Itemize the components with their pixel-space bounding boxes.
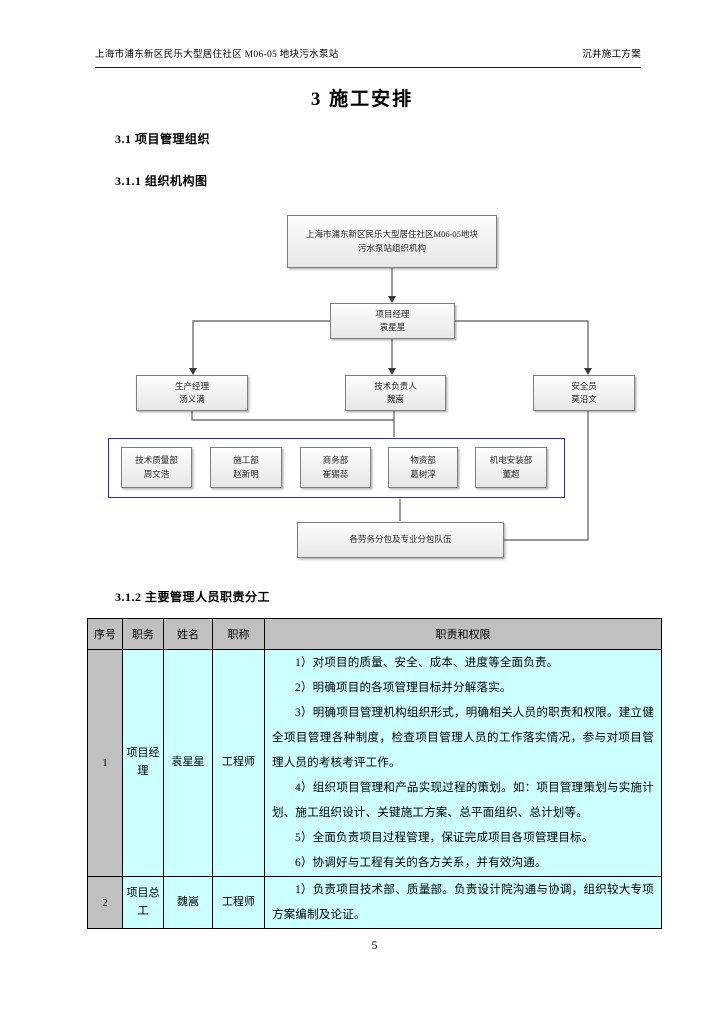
page-header: 上海市浦东新区民乐大型居住社区 M06-05 地块污水泵站 沉井施工方案 <box>95 46 641 68</box>
person-name: 魏嵩 <box>386 394 404 404</box>
cell-title: 工程师 <box>212 649 265 877</box>
table-row: 1 项目经理 袁星星 工程师 1）对项目的质量、安全、成本、进度等全面负责。 2… <box>87 649 662 877</box>
person-name: 袁星星 <box>379 322 406 332</box>
cell-role: 项目经理 <box>122 649 164 877</box>
org-box-subcontractor-teams: 各劳务分包及专业分包队伍 <box>297 522 504 558</box>
org-chart: 上海市浦东新区民乐大型居住社区M06-05地块 污水泵站组织机构 项目经理 袁星… <box>0 205 724 575</box>
org-box-construction-dept: 施工部 赵新明 <box>210 447 282 488</box>
cell-no: 2 <box>87 876 123 929</box>
cell-duties: 1）对项目的质量、安全、成本、进度等全面负责。 2）明确项目的各项管理目标并分解… <box>264 649 662 877</box>
section-heading-3-1-1: 3.1.1 组织机构图 <box>115 174 208 188</box>
person-name: 莫沿文 <box>571 394 597 404</box>
person-name: 葛树淳 <box>410 468 436 479</box>
person-name: 周文浩 <box>143 468 170 479</box>
col-header-no: 序号 <box>87 618 123 650</box>
org-box-root-line1: 上海市浦东新区民乐大型居住社区M06-05地块 <box>306 229 478 240</box>
role-label: 施工部 <box>233 455 259 466</box>
cell-name: 魏嵩 <box>163 876 213 929</box>
duty-item: 1）负责项目技术部、质量部。负责设计院沟通与协调，组织较大专项方案编制及论证。 <box>272 884 654 921</box>
cell-no: 1 <box>87 649 123 877</box>
role-label: 技术负责人 <box>374 380 417 391</box>
org-departments-group-frame <box>108 438 565 498</box>
role-label: 项目经理 <box>375 308 410 319</box>
duty-item: 2）明确项目的各项管理目标并分解落实。 <box>295 682 512 694</box>
header-right-text: 沉井施工方案 <box>582 50 641 60</box>
role-label: 生产经理 <box>174 380 209 391</box>
org-box-mech-elec-install-dept: 机电安装部 董超 <box>475 447 547 488</box>
org-box-root-line2: 污水泵站组织机构 <box>357 242 426 253</box>
duty-item: 3）明确项目管理机构组织形式，明确相关人员的职责和权限。建立健全项目管理各种制度… <box>272 707 654 769</box>
role-label: 商务部 <box>322 455 349 466</box>
table-header-row: 序号 职务 姓名 职称 职责和权限 <box>87 618 662 650</box>
org-box-production-manager: 生产经理 汤义满 <box>136 375 248 411</box>
org-box-root: 上海市浦东新区民乐大型居住社区M06-05地块 污水泵站组织机构 <box>287 215 497 268</box>
header-left-text: 上海市浦东新区民乐大型居住社区 M06-05 地块污水泵站 <box>95 50 339 60</box>
org-box-safety-officer: 安全员 莫沿文 <box>533 375 635 411</box>
org-box-project-manager: 项目经理 袁星星 <box>330 303 455 339</box>
person-name: 崔锡蕊 <box>322 468 349 479</box>
role-label: 物资部 <box>410 455 436 466</box>
duty-item: 6）协调好与工程有关的各方关系，并有效沟通。 <box>295 857 547 869</box>
page-title: 3 施工安排 <box>310 89 414 110</box>
col-header-name: 姓名 <box>163 618 213 650</box>
cell-role: 项目总工 <box>122 876 164 929</box>
org-box-commerce-dept: 商务部 崔锡蕊 <box>300 447 371 488</box>
duty-item: 1）对项目的质量、安全、成本、进度等全面负责。 <box>295 657 559 669</box>
org-box-materials-dept: 物资部 葛树淳 <box>388 447 458 488</box>
table-row: 2 项目总工 魏嵩 工程师 1）负责项目技术部、质量部。负责设计院沟通与协调，组… <box>87 876 662 929</box>
subcontractor-label: 各劳务分包及专业分包队伍 <box>349 534 452 545</box>
role-label: 安全员 <box>571 380 597 391</box>
section-heading-3-1: 3.1 项目管理组织 <box>115 132 211 146</box>
duties-table: 序号 职务 姓名 职称 职责和权限 1 项目经理 袁星星 工程师 1）对项目的质… <box>87 618 662 929</box>
duty-item: 5）全面负责项目过程管理，保证完成项目各项管理目标。 <box>295 832 594 844</box>
person-name: 汤义满 <box>179 394 205 404</box>
cell-name: 袁星星 <box>163 649 213 877</box>
cell-title: 工程师 <box>212 876 265 929</box>
person-name: 董超 <box>502 468 520 479</box>
col-header-role: 职务 <box>122 618 164 650</box>
col-header-title: 职称 <box>212 618 265 650</box>
org-chart-connectors <box>189 268 592 541</box>
org-box-tech-quality-dept: 技术质量部 周文浩 <box>121 447 192 488</box>
col-header-duties: 职责和权限 <box>264 618 662 650</box>
role-label: 机电安装部 <box>489 455 533 466</box>
cell-duties: 1）负责项目技术部、质量部。负责设计院沟通与协调，组织较大专项方案编制及论证。 <box>264 876 662 929</box>
duty-item: 4）组织项目管理和产品实现过程的策划。如：项目管理策划与实施计划、施工组织设计、… <box>272 782 654 819</box>
page-number: 5 <box>371 938 378 952</box>
role-label: 技术质量部 <box>135 455 178 466</box>
person-name: 赵新明 <box>233 468 259 479</box>
org-box-technical-lead: 技术负责人 魏嵩 <box>345 375 446 411</box>
section-heading-3-1-2: 3.1.2 主要管理人员职责分工 <box>115 590 271 604</box>
